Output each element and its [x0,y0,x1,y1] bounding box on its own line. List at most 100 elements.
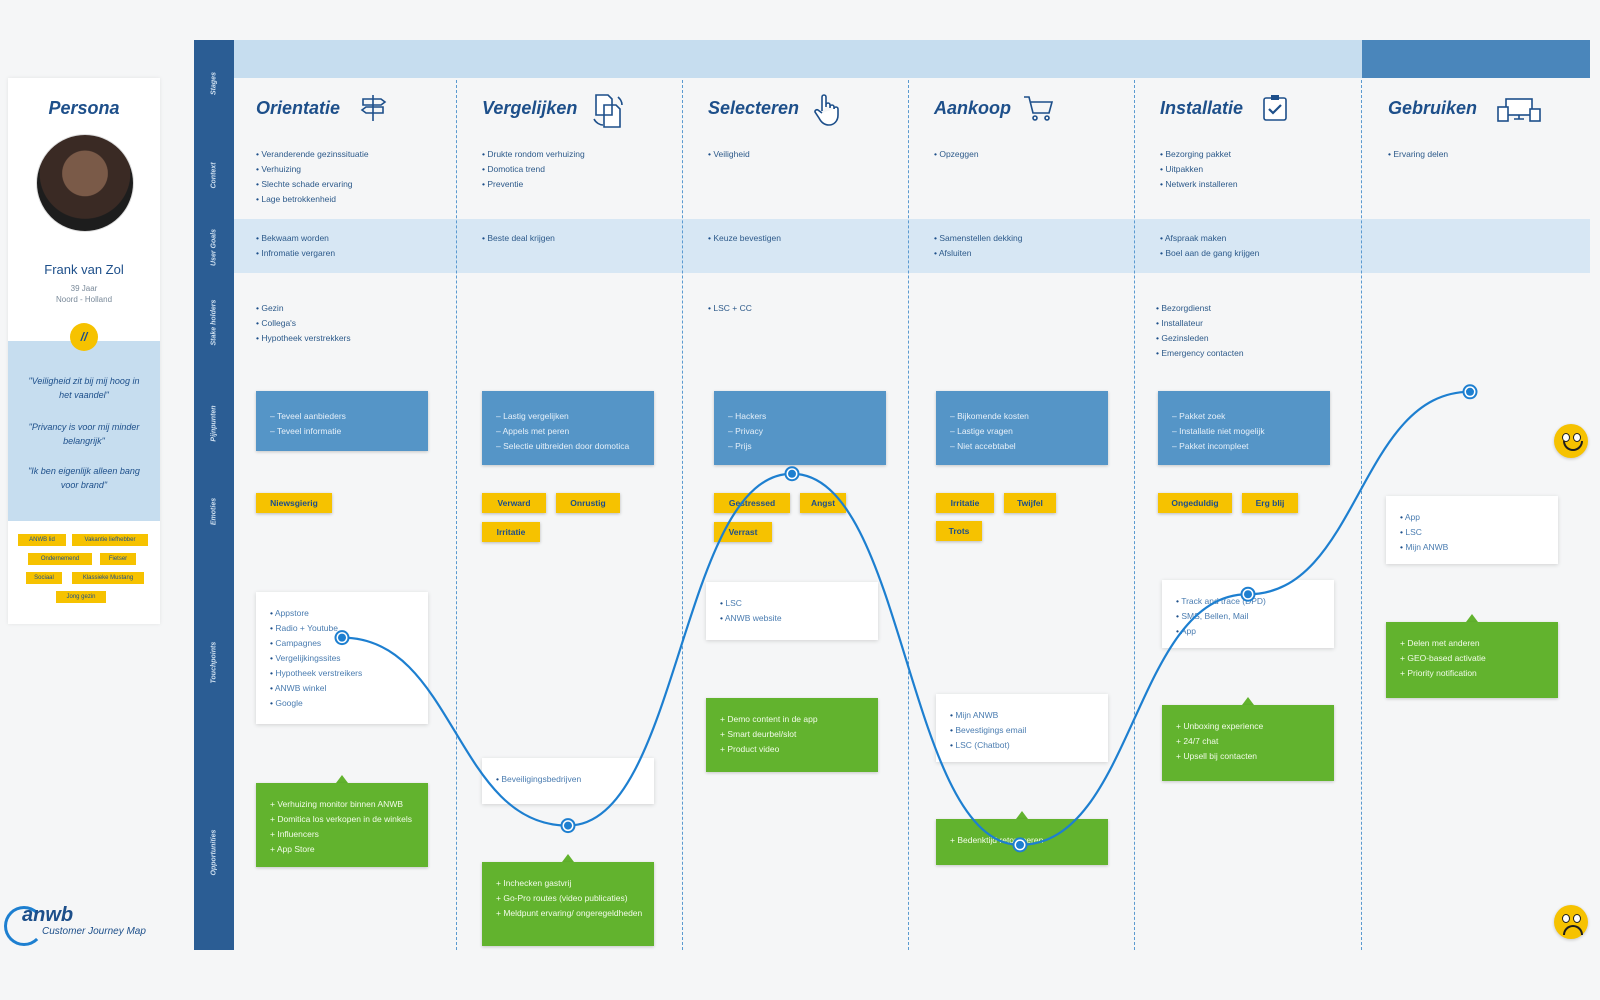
list-item: Delen met anderen [1400,636,1558,651]
emotion-tag: Ongeduldig [1158,493,1232,513]
emotion-tag: Gestressed [714,493,790,513]
touchpoint-card: LSC ANWB website [706,582,878,640]
emotion-tag: Irritatie [482,522,540,542]
list-item: 24/7 chat [1176,734,1334,749]
persona-tag: Klassieke Mustang [72,572,144,584]
pain-card: Lastig vergelijken Appels met peren Sele… [482,391,654,465]
list-item: Bezorgdienst [1156,301,1244,316]
context-list: Drukte rondom verhuizing Domotica trend … [482,147,585,192]
list-item: SMS, Bellen, Mail [1176,609,1334,624]
list-item: Bevestigings email [950,723,1108,738]
goals-list: Bekwaam worden Infromatie vergaren [256,231,335,261]
emotion-tag: Twijfel [1004,493,1056,513]
column-divider [456,80,457,950]
stage-title: Installatie [1160,98,1244,118]
avatar [36,134,134,232]
compare-documents-icon [592,93,623,128]
stages-band-end [1362,40,1590,78]
list-item: LSC [720,596,878,611]
logo-name: anwb [22,904,74,926]
context-list: Veiligheid [708,147,749,162]
opportunity-card: Delen met anderen GEO-based activatie Pr… [1386,622,1558,698]
emotion-tag: Verward [482,493,546,513]
list-item: Preventie [482,177,585,192]
list-item: Emergency contacten [1156,346,1243,361]
list-item: LSC + CC [708,301,752,316]
list-item: Bekwaam worden [256,231,335,246]
list-item: Meldpunt ervaring/ ongeregeldheden [496,906,654,921]
quote-box [8,341,160,521]
list-item: Veiligheid [708,147,749,162]
opportunity-card: Verhuizing monitor binnen ANWB Domitica … [256,783,428,867]
opportunity-card: Unboxing experience 24/7 chat Upsell bij… [1162,705,1334,781]
row-label-bar [194,40,234,950]
goals-list: Samenstellen dekking Afsluiten [934,231,1023,261]
card-pointer [1016,811,1028,819]
clipboard-check-icon [1260,93,1290,123]
list-item: Bijkomende kosten [950,409,1108,424]
list-item: Selectie uitbreiden door domotica [496,439,654,454]
list-item: Verhuizing [256,162,369,177]
goals-list: Keuze bevestigen [708,231,781,246]
list-item: Lage betrokkenheid [256,192,369,207]
stage-title: Aankoop [934,98,1012,118]
emotion-tag: Trots [936,521,982,541]
list-item: Veranderende gezinssituatie [256,147,368,162]
list-item: Boel aan de gang krijgen [1160,246,1259,261]
list-item: Opzeggen [934,147,978,162]
list-item: Mijn ANWB [1400,540,1558,555]
list-item: Inchecken gastvrij [496,876,654,891]
list-item: Hypotheek verstrekkers [256,331,350,346]
stage-title: Selecteren [708,98,800,118]
list-item: Lastig vergelijken [496,409,654,424]
persona-age: 39 Jaar [70,284,98,293]
list-item: Smart deurbel/slot [720,727,878,742]
persona-tag: Jong gezin [56,591,106,603]
context-list: Opzeggen [934,147,978,162]
list-item: Domotica trend [482,162,585,177]
list-item: Product video [720,742,878,757]
devices-icon [1496,93,1542,123]
touchpoint-card: App LSC Mijn ANWB [1386,496,1558,564]
stage-title: Gebruiken [1388,98,1478,118]
list-item: LSC [1400,525,1558,540]
list-item: ANWB website [720,611,878,626]
emotion-tag: Irritatie [936,493,994,513]
touchpoint-card: Mijn ANWB Bevestigings email LSC (Chatbo… [936,694,1108,762]
emotion-point-center [788,469,796,478]
list-item: Pakket zoek [1172,409,1330,424]
emotion-point-center [1466,387,1474,396]
list-item: Pakket incompleet [1172,439,1330,454]
card-pointer [1466,614,1478,622]
signpost-icon [358,93,388,123]
pain-card: Hackers Privacy Prijs [714,391,886,465]
stakeholders-list: LSC + CC [708,301,752,316]
list-item: Teveel informatie [270,424,428,439]
list-item: Appstore [270,606,428,621]
list-item: Mijn ANWB [950,708,1108,723]
emotion-tag: Angst [800,493,846,513]
list-item: Radio + Youtube [270,621,428,636]
context-list: Veranderende gezinssituatie Verhuizing S… [256,147,369,207]
card-pointer [562,854,574,862]
list-item: Domitica los verkopen in de winkels [270,812,428,827]
happy-face-icon [1554,424,1588,458]
list-item: Beste deal krijgen [482,231,555,246]
list-item: ANWB winkel [270,681,428,696]
persona-title: Persona [48,98,120,118]
pain-card: Pakket zoek Installatie niet mogelijk Pa… [1158,391,1330,465]
list-item: Collega's [256,316,351,331]
list-item: Unboxing experience [1176,719,1334,734]
sad-face-icon [1554,905,1588,939]
list-item: Beveiligingsbedrijven [496,772,654,787]
list-item: Prijs [728,439,886,454]
list-item: Go-Pro routes (video publicaties) [496,891,654,906]
list-item: Appels met peren [496,424,654,439]
list-item: Keuze bevestigen [708,231,781,246]
persona-region: Noord - Holland [55,295,113,304]
context-list: Bezorging pakket Uitpakken Netwerk insta… [1160,147,1237,192]
list-item: Campagnes [270,636,428,651]
list-item: Gezin [256,301,351,316]
list-item: Hackers [728,409,886,424]
